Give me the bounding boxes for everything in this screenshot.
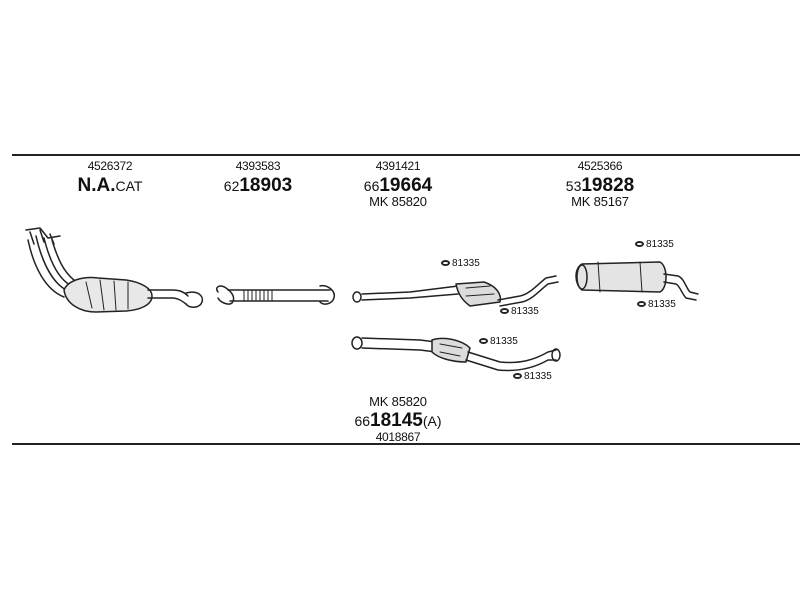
catalyst-label-suffix: CAT bbox=[115, 178, 143, 194]
part-code-rear-silencer: 4525366 bbox=[577, 159, 623, 173]
part-code-lower: 4018867 bbox=[375, 430, 421, 444]
clamp-label: 81335 bbox=[500, 307, 539, 317]
part-number-prefix: 66 bbox=[354, 413, 371, 429]
middle-silencer-illustration bbox=[352, 275, 559, 307]
clamp-ring-icon bbox=[441, 260, 450, 267]
clamp-number: 81335 bbox=[524, 371, 552, 382]
clamp-label: 81335 bbox=[479, 337, 518, 347]
catalytic-converter-illustration bbox=[25, 227, 204, 313]
part-number-middle-silencer: 6619664 bbox=[364, 176, 432, 195]
clamp-number: 81335 bbox=[490, 336, 518, 347]
part-number-prefix: 62 bbox=[223, 178, 240, 194]
bottom-divider bbox=[12, 443, 800, 445]
part-number-rear-silencer: 5319828 bbox=[566, 176, 634, 195]
clamp-ring-icon bbox=[479, 338, 488, 345]
clamp-number: 81335 bbox=[511, 306, 539, 317]
top-divider bbox=[12, 154, 800, 156]
mounting-kit-rear: MK 85167 bbox=[571, 194, 629, 209]
clamp-number: 81335 bbox=[648, 299, 676, 310]
clamp-ring-icon bbox=[635, 241, 644, 248]
clamp-label: 81335 bbox=[637, 300, 676, 310]
part-number-prefix: 53 bbox=[565, 178, 582, 194]
lower-silencer-illustration bbox=[351, 336, 561, 372]
rear-silencer-illustration bbox=[575, 261, 699, 301]
part-number-suffix: (A) bbox=[422, 413, 442, 429]
part-code-catalyst: 4526372 bbox=[87, 159, 133, 173]
clamp-label: 81335 bbox=[441, 259, 480, 269]
mounting-kit-lower: MK 85820 bbox=[369, 394, 427, 409]
part-number-main: 19664 bbox=[379, 175, 433, 196]
clamp-number: 81335 bbox=[646, 239, 674, 250]
clamp-ring-icon bbox=[637, 301, 646, 308]
part-number-lower: 6618145(A) bbox=[354, 411, 441, 430]
clamp-ring-icon bbox=[500, 308, 509, 315]
part-code-front-pipe: 4393583 bbox=[235, 159, 281, 173]
part-number-front-pipe: 6218903 bbox=[224, 176, 292, 195]
part-number-prefix: 66 bbox=[363, 178, 380, 194]
catalyst-label-bold: N.A. bbox=[77, 175, 116, 196]
front-pipe-illustration bbox=[215, 284, 335, 305]
part-code-middle-silencer: 4391421 bbox=[375, 159, 421, 173]
clamp-ring-icon bbox=[513, 373, 522, 380]
clamp-label: 81335 bbox=[513, 372, 552, 382]
catalyst-label: N.A.CAT bbox=[78, 176, 143, 195]
mounting-kit-middle: MK 85820 bbox=[369, 194, 427, 209]
part-number-main: 19828 bbox=[581, 175, 635, 196]
part-number-main: 18903 bbox=[239, 175, 293, 196]
part-number-main: 18145 bbox=[370, 410, 423, 431]
clamp-number: 81335 bbox=[452, 258, 480, 269]
clamp-label: 81335 bbox=[635, 240, 674, 250]
